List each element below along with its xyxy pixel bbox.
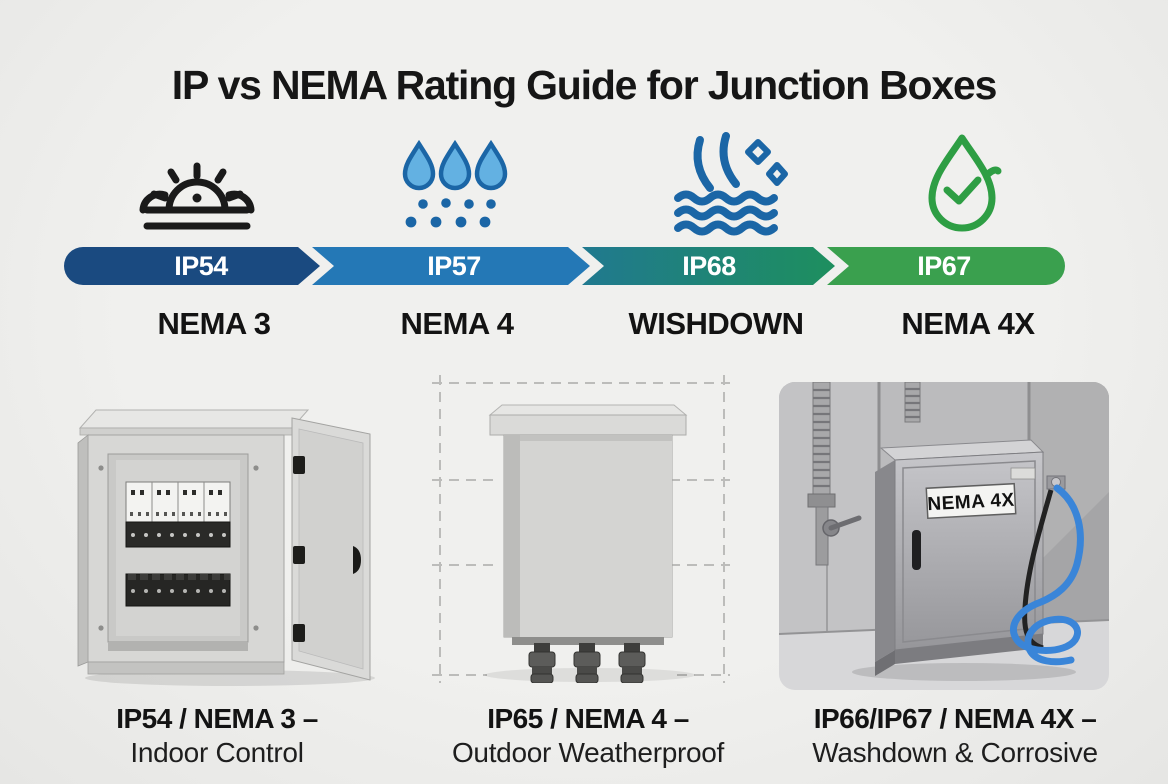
door-hinge-bottom — [293, 624, 305, 642]
bar-label-ip54: IP54 — [174, 251, 228, 281]
nema4x-label: NEMA 4X — [925, 482, 1017, 520]
bar-segment-ip68 — [582, 247, 835, 285]
rain-drops-icon — [402, 139, 508, 228]
nema-label-3: NEMA 3 — [157, 306, 271, 341]
terminal-strip-upper — [125, 521, 231, 548]
check-mark — [943, 176, 982, 205]
droplet-2 — [438, 139, 472, 191]
nema4x-enclosure: NEMA 4X — [875, 439, 1045, 676]
leaf-tick — [983, 166, 1002, 179]
blue-washdown-hose — [1009, 484, 1084, 666]
indoor-junction-box-photo — [77, 409, 375, 686]
caption-indoor: IP54 / NEMA 3 – Indoor Control — [57, 702, 377, 770]
caption-washdown: IP66/IP67 / NEMA 4X – Washdown & Corrosi… — [775, 702, 1135, 770]
nema-label-4: NEMA 4 — [400, 306, 514, 341]
caption-heading: IP65 / NEMA 4 – — [487, 703, 689, 734]
cable-glands — [528, 643, 646, 683]
door-hinge-top — [293, 456, 305, 474]
cable-gland — [528, 643, 556, 683]
nema-label-wishdown: WISHDOWN — [628, 306, 804, 341]
caption-heading: IP54 / NEMA 3 – — [116, 703, 318, 734]
bar-segment-ip57 — [312, 247, 590, 285]
outdoor-junction-box-photo — [432, 375, 730, 683]
sealed-box — [488, 404, 688, 645]
door-hinge-middle — [293, 546, 305, 564]
corrugated-pipes — [807, 382, 921, 566]
bar-label-ip67: IP67 — [917, 251, 971, 281]
certified-droplet-icon — [928, 134, 1002, 232]
stream-line-2 — [719, 132, 740, 188]
stream-line-1 — [693, 136, 714, 192]
submersion-icon — [674, 132, 788, 236]
enclosure-door-open — [291, 417, 371, 681]
cable-gland — [573, 643, 601, 683]
page-title: IP vs NEMA Rating Guide for Junction Box… — [171, 62, 998, 108]
droplet-3 — [474, 139, 508, 191]
droplet-1 — [402, 139, 436, 191]
door-handle — [912, 530, 921, 570]
wave-line-1 — [674, 190, 778, 206]
caption-outdoor: IP65 / NEMA 4 – Outdoor Weatherproof — [428, 702, 748, 770]
bar-label-ip68: IP68 — [682, 251, 736, 281]
plinth — [895, 634, 1043, 664]
caption-subheading: Washdown & Corrosive — [812, 737, 1098, 769]
diamond-1 — [745, 139, 771, 165]
sun-dot — [192, 193, 202, 203]
stainless-washdown-enclosure-photo: NEMA 4X — [779, 382, 1109, 690]
dashed-guides — [432, 375, 730, 683]
bar-label-ip57: IP57 — [427, 251, 481, 281]
wave-line-2 — [674, 205, 778, 221]
bar-segment-ip67 — [827, 247, 1065, 285]
door-latch — [353, 546, 361, 574]
bar-segment-ip54 — [64, 247, 320, 285]
caption-subheading: Indoor Control — [130, 737, 304, 769]
ip-rating-arrow-bar: IP54 IP57 IP68 IP67 — [64, 247, 1065, 285]
nema4x-label-text: NEMA 4X — [927, 490, 1015, 516]
caption-heading: IP66/IP67 / NEMA 4X – — [813, 703, 1097, 734]
relay-modules — [125, 481, 231, 523]
cable-gland — [618, 643, 646, 683]
droplet-outline — [928, 134, 996, 232]
terminal-strip-lower — [125, 573, 231, 607]
sun-arc — [165, 178, 229, 214]
sunrise-icon — [139, 162, 255, 230]
diamond-2 — [766, 162, 788, 186]
spray-dots — [405, 198, 496, 228]
sun-rays — [150, 162, 244, 202]
wave-line-3 — [674, 220, 778, 236]
brand-tag — [1010, 467, 1036, 480]
nema-label-4x: NEMA 4X — [901, 306, 1035, 341]
caption-subheading: Outdoor Weatherproof — [451, 737, 725, 769]
wall-fitting — [1046, 475, 1066, 490]
